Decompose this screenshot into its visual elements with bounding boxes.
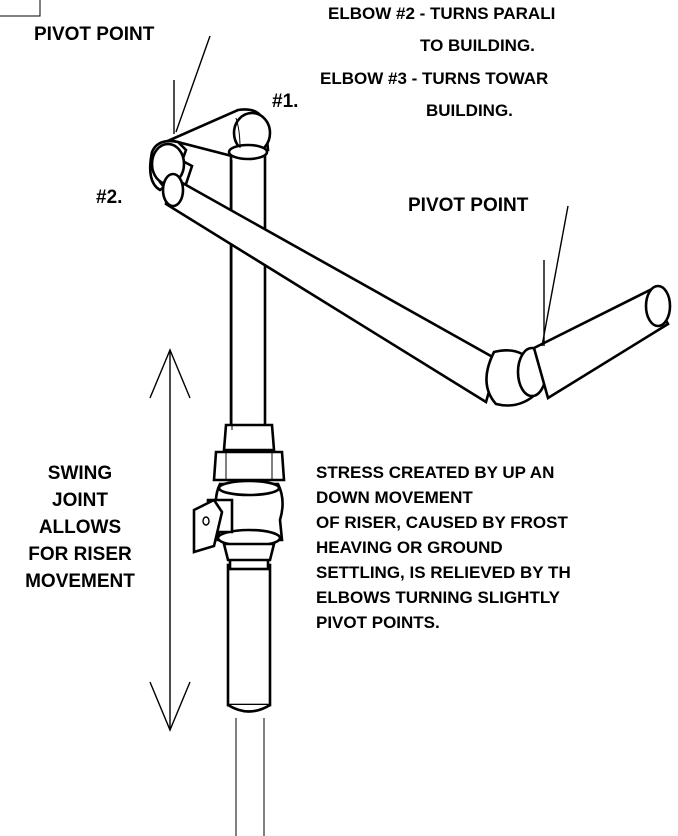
elbow-3 <box>485 284 672 407</box>
swing-joint-line: MOVEMENT <box>25 571 135 592</box>
swing-joint-line: ALLOWS <box>39 517 121 538</box>
pivot-point-right-label: PIVOT POINT <box>408 195 529 216</box>
stress-note-line: STRESS CREATED BY UP AN <box>316 463 554 482</box>
stress-note-line: HEAVING OR GROUND <box>316 538 503 557</box>
elbow-1-label: #1. <box>272 91 298 112</box>
pivot-top-leader <box>175 35 211 133</box>
movement-arrow <box>149 348 191 732</box>
riser-valve <box>192 423 286 562</box>
stress-note: STRESS CREATED BY UP AN DOWN MOVEMENT OF… <box>316 463 571 632</box>
stress-note-line: PIVOT POINTS. <box>316 613 440 632</box>
corner-frame <box>0 0 41 17</box>
swing-joint-line: FOR RISER <box>28 544 132 565</box>
stress-note-line: DOWN MOVEMENT <box>316 488 473 507</box>
elbow-1 <box>166 108 272 430</box>
horizontal-pipe <box>161 172 500 405</box>
pivot-point-top-label: PIVOT POINT <box>34 24 155 45</box>
elbow-2-note-line-2: TO BUILDING. <box>420 36 535 55</box>
pivot-right-leader <box>541 205 569 347</box>
swing-joint-line: SWING <box>48 463 112 484</box>
elbow-3-note-line-2: BUILDING. <box>426 101 513 120</box>
stress-note-line: SETTLING, IS RELIEVED BY TH <box>316 563 571 582</box>
stress-note-line: OF RISER, CAUSED BY FROST <box>316 513 568 532</box>
swing-joint-label: SWING JOINT ALLOWS FOR RISER MOVEMENT <box>25 463 135 592</box>
elbow-3-note-line-1: ELBOW #3 - TURNS TOWAR <box>320 69 548 88</box>
stress-note-line: ELBOWS TURNING SLIGHTLY <box>316 588 561 607</box>
swing-joint-line: JOINT <box>52 490 108 511</box>
elbow-2-label: #2. <box>96 187 122 208</box>
elbow-2-note-line-1: ELBOW #2 - TURNS PARALI <box>328 4 555 23</box>
